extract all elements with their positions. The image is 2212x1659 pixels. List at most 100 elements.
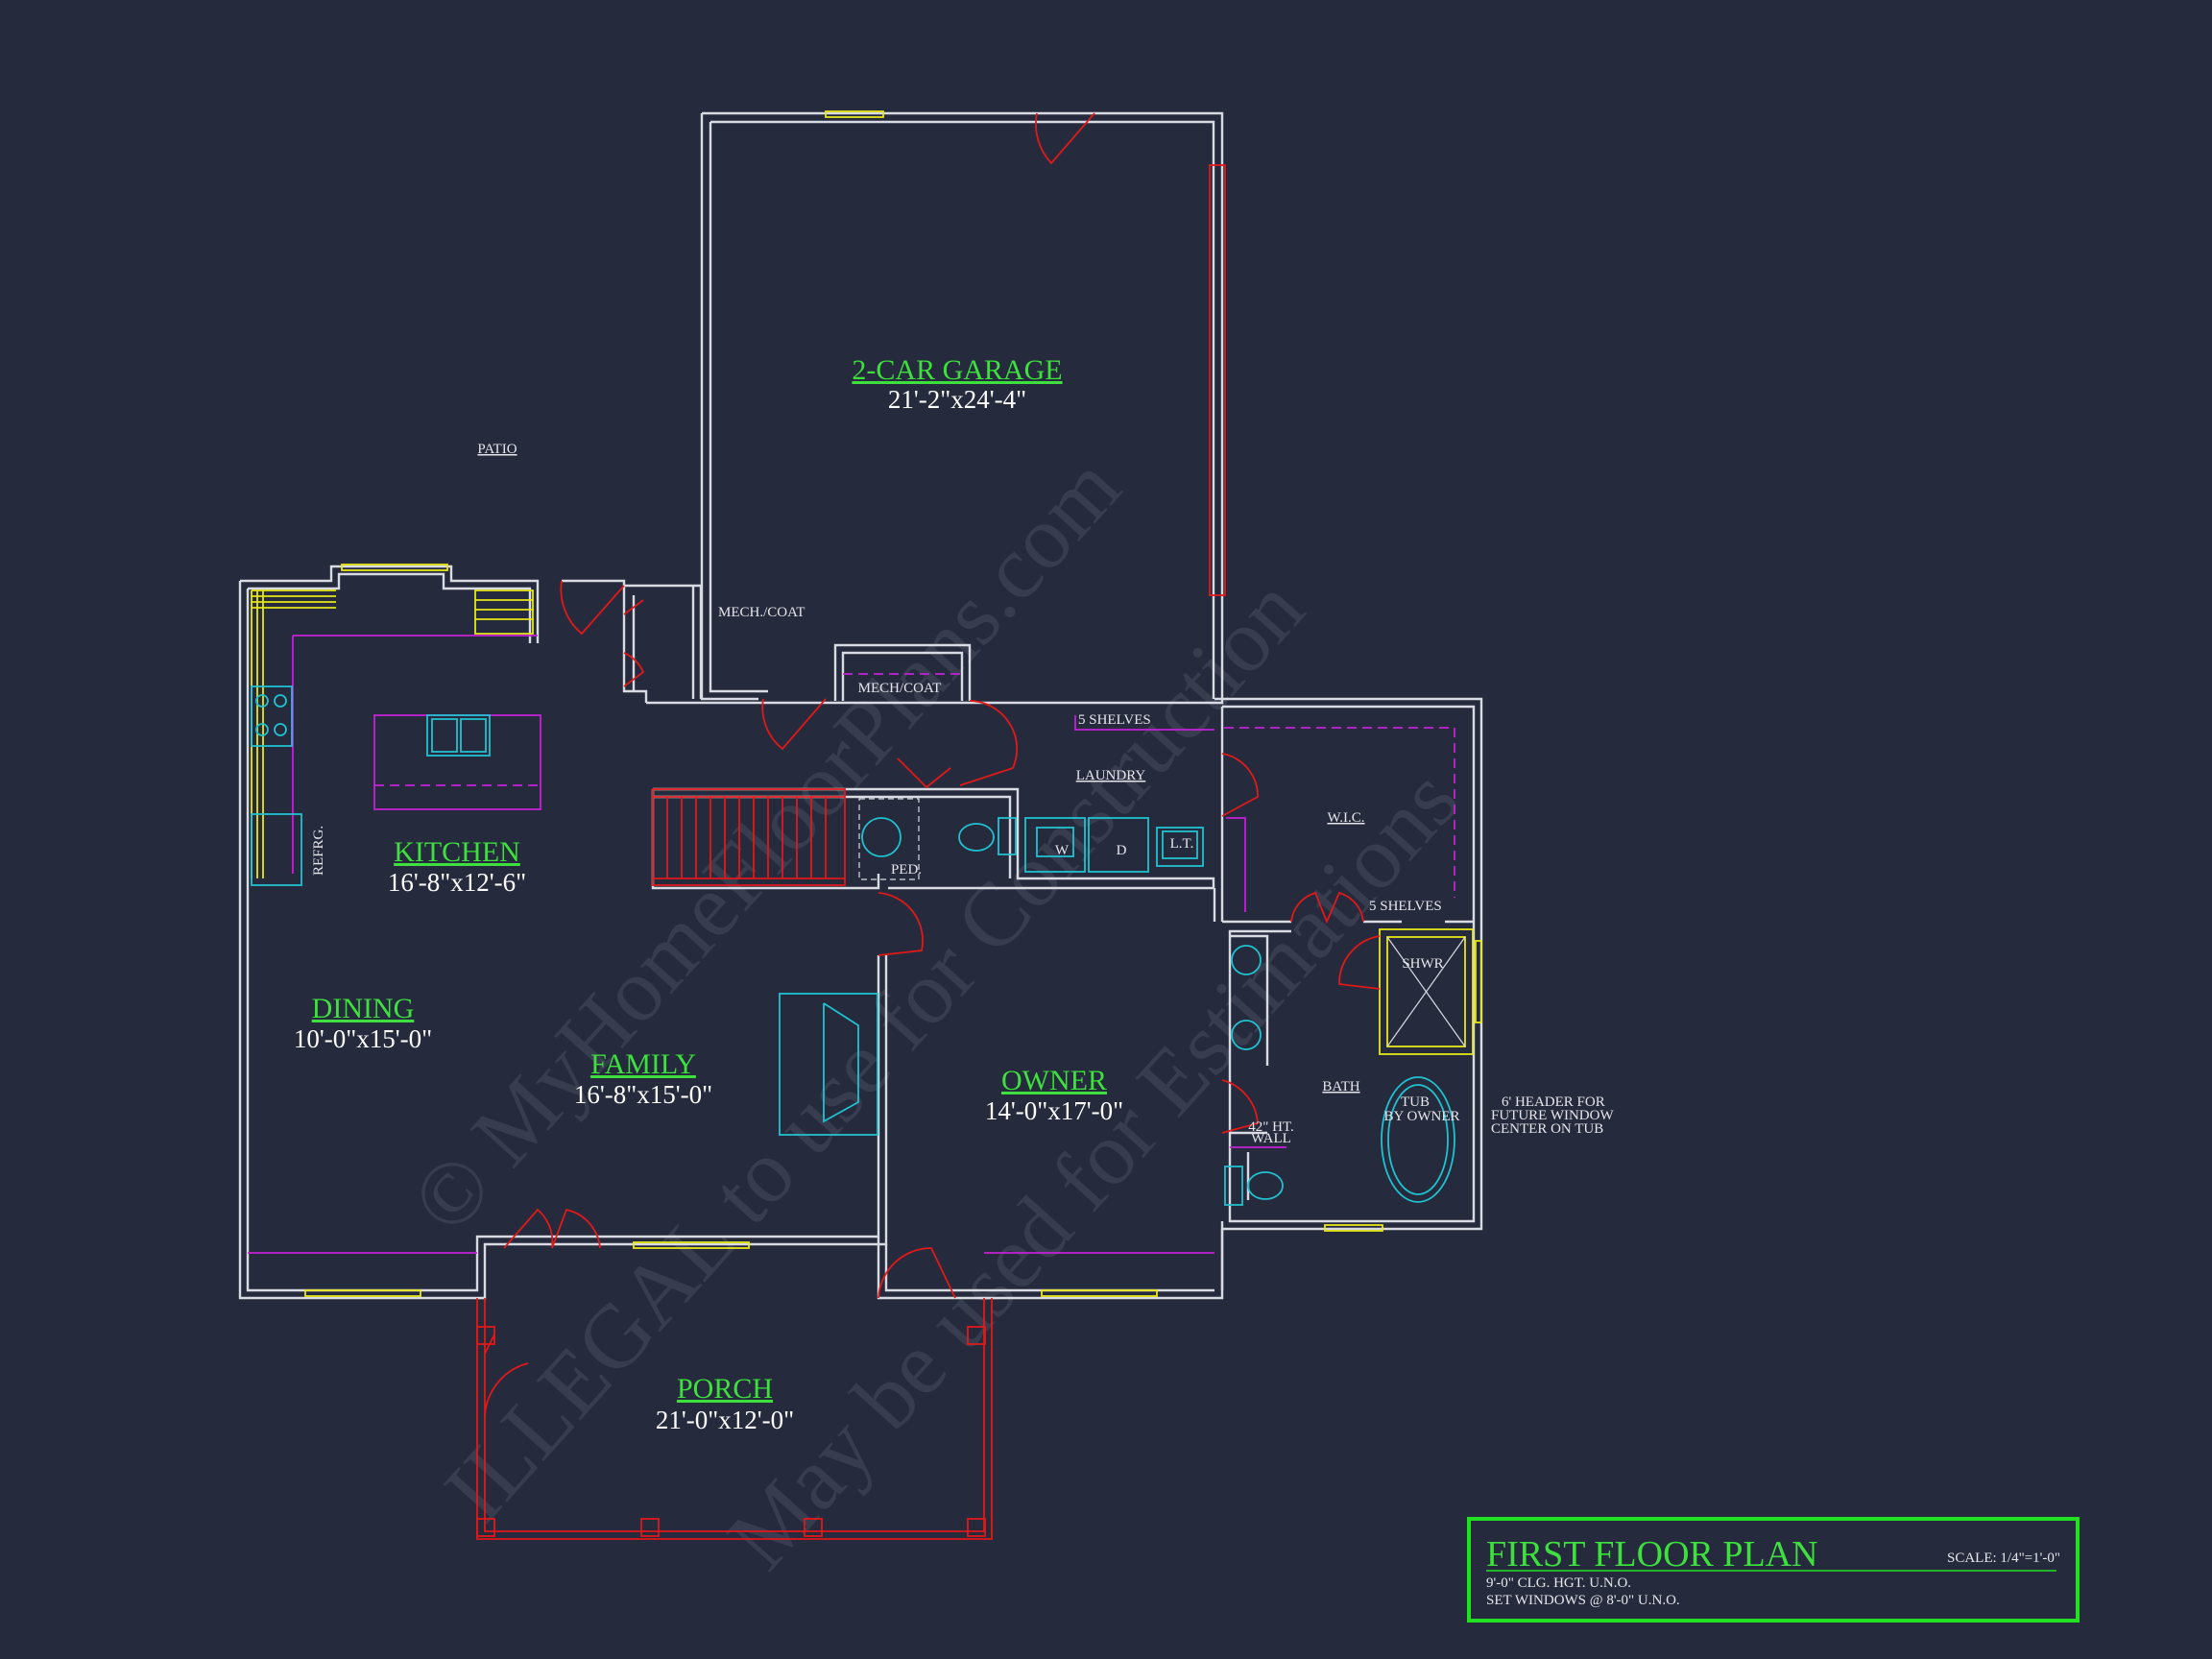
label-washer: W	[1055, 843, 1070, 858]
annotation-labels: PATIO MECH./COAT MECH/COAT 5 SHELVES LAU…	[311, 442, 1614, 1146]
watermark: © MyHomeFloorPlans.com ILLEGAL to use fo…	[392, 438, 1478, 1588]
window-garage-top	[825, 110, 884, 118]
label-laundry: LAUNDRY	[1076, 768, 1146, 783]
powder-toilet	[958, 823, 995, 852]
washer	[1024, 817, 1086, 873]
window-bath-bottom	[1324, 1224, 1383, 1232]
bathtub	[1381, 1076, 1455, 1203]
porch-post-4	[967, 1518, 986, 1537]
window-dining-bottom	[304, 1289, 421, 1297]
title-block-note-2: SET WINDOWS @ 8'-0" U.N.O.	[1486, 1593, 1680, 1608]
shower-inner	[1386, 936, 1466, 1047]
toilet-tank-2	[1224, 1166, 1243, 1206]
room-dims-porch: 21'-0"x12'-0"	[656, 1406, 794, 1434]
label-header-3: CENTER ON TUB	[1491, 1121, 1603, 1137]
room-name-family: FAMILY	[590, 1048, 696, 1080]
bath-sink-2	[1231, 1020, 1262, 1050]
wic-side-shelf	[1226, 817, 1246, 912]
wic-shelves	[1224, 727, 1455, 898]
label-dryer: D	[1117, 843, 1127, 858]
shower-cross	[1386, 936, 1466, 1047]
label-mech-coat-garage: MECH./COAT	[718, 605, 805, 620]
window-family-bottom	[633, 1241, 750, 1249]
link-door-left	[623, 599, 645, 687]
garage-overhead-door	[1209, 164, 1226, 596]
title-block-title: FIRST FLOOR PLAN	[1486, 1534, 1818, 1575]
label-shelves-wic: 5 SHELVES	[1369, 899, 1442, 914]
label-header-2: FUTURE WINDOW	[1491, 1108, 1614, 1123]
hall-door-2	[959, 700, 1019, 786]
room-name-porch: PORCH	[677, 1373, 773, 1405]
burner-1	[255, 694, 269, 708]
room-dims-kitchen: 16'-8"x12'-6"	[388, 868, 526, 897]
porch-post-1	[476, 1518, 495, 1537]
label-wall-ht: 42" HT.	[1248, 1119, 1294, 1135]
wic-bottom-door	[1290, 891, 1364, 925]
window-owner-bottom	[1041, 1289, 1158, 1297]
shower-enclosure	[1379, 928, 1474, 1055]
kitchen-upper-counter	[292, 635, 538, 874]
room-name-owner: OWNER	[1001, 1065, 1107, 1096]
room-dims-owner: 14'-0"x17'-0"	[985, 1096, 1123, 1125]
label-refrigerator: REFRG.	[311, 826, 326, 876]
room-labels: 2-CAR GARAGE 21'-2"x24'-4" KITCHEN 16'-8…	[294, 354, 1123, 1434]
laundry-tub-inner	[1162, 830, 1198, 859]
label-bath: BATH	[1322, 1079, 1359, 1094]
bath-door	[1221, 1079, 1259, 1134]
fixtures	[251, 685, 1455, 1206]
stair-treads	[653, 796, 845, 879]
porch-post-6	[967, 1326, 986, 1345]
title-block: FIRST FLOOR PLAN SCALE: 1/4"=1'-0" 9'-0"…	[1467, 1517, 2080, 1623]
label-pedestal-sink: PED.	[891, 862, 922, 878]
title-block-note-1: 9'-0" CLG. HGT. U.N.O.	[1486, 1575, 1631, 1591]
room-dims-dining: 10'-0"x15'-0"	[294, 1024, 432, 1053]
room-name-garage: 2-CAR GARAGE	[852, 354, 1062, 386]
label-mech-coat-closet: MECH/COAT	[858, 681, 942, 696]
room-name-kitchen: KITCHEN	[394, 836, 520, 868]
bath-interior-walls	[1230, 934, 1269, 1200]
porch-post-3	[804, 1518, 823, 1537]
hall-door-1	[897, 757, 951, 789]
label-wic: W.I.C.	[1327, 810, 1364, 826]
porch-post-5	[476, 1326, 495, 1345]
owner-door	[878, 892, 924, 956]
front-double-door	[503, 1208, 601, 1249]
wic-door	[1221, 753, 1259, 817]
mech-closet-walls	[833, 643, 972, 701]
kitchen-patio-door	[560, 580, 625, 636]
window-bath-right	[1475, 940, 1482, 1023]
laundry-tub	[1156, 827, 1204, 867]
ped-dashed-box	[858, 798, 920, 880]
bath-sink-1	[1231, 945, 1262, 975]
room-name-dining: DINING	[312, 993, 415, 1024]
label-shelves-laundry: 5 SHELVES	[1078, 712, 1151, 728]
porch-outline	[476, 1298, 993, 1540]
toilet-tank-1	[998, 817, 1017, 855]
owner-bottom-door	[878, 1247, 956, 1299]
porch-post-2	[640, 1518, 660, 1537]
windows	[251, 110, 1482, 1297]
burner-3	[255, 723, 269, 736]
title-block-border	[1467, 1517, 2080, 1623]
burner-4	[274, 723, 287, 736]
window-kitchen-top	[341, 564, 448, 571]
burner-2	[274, 694, 287, 708]
label-shower: SHWR	[1402, 956, 1443, 972]
staircase	[652, 788, 846, 886]
fireplace	[779, 993, 878, 1136]
label-patio: PATIO	[477, 442, 517, 457]
ped-sink	[861, 817, 902, 857]
room-dims-family: 16'-8"x15'-0"	[574, 1080, 712, 1109]
shower-door	[1338, 935, 1381, 990]
label-tub-2: BY OWNER	[1383, 1109, 1459, 1124]
fireplace-firebox	[823, 1002, 859, 1123]
kitchen-counter-hatch	[251, 589, 534, 878]
island-sink-bowl-1	[431, 718, 458, 753]
range	[251, 685, 293, 747]
garage-top-door	[1035, 112, 1095, 165]
shelves-laundry	[1074, 715, 1214, 731]
island-sink	[426, 714, 491, 757]
island-sink-bowl-2	[460, 718, 487, 753]
label-tub-1: TUB	[1401, 1094, 1430, 1110]
